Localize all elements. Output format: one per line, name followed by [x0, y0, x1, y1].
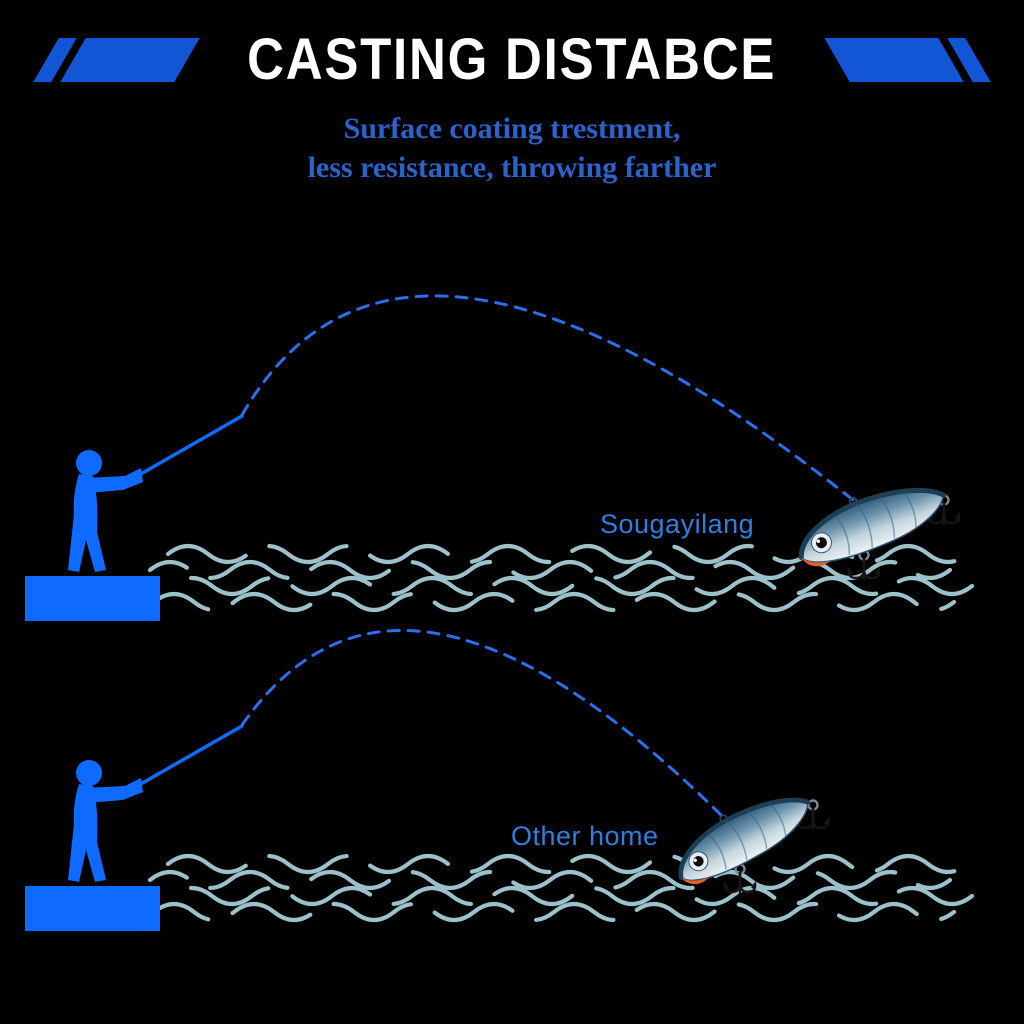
header: CASTING DISTABCE Surface coating trestme…: [0, 0, 1024, 187]
subtitle-line-1: Surface coating trestment,: [343, 112, 681, 145]
subtitle: Surface coating trestment, less resistan…: [0, 109, 1024, 187]
competitor-cast-label: Other home: [511, 821, 659, 851]
title-row: CASTING DISTABCE: [0, 26, 1024, 93]
fishing-rod-top: [137, 414, 244, 477]
water-waves-bottom: [150, 856, 972, 920]
accent-bar-icon: [60, 37, 201, 82]
lure-icon-top: [788, 468, 961, 582]
title-accent-right-icon: [823, 37, 991, 82]
brand-cast-label: Sougayilang: [600, 509, 755, 539]
fishing-rod-bottom: [137, 724, 244, 787]
accent-bar-icon: [823, 37, 964, 82]
title-accent-left-icon: [33, 37, 201, 82]
page-title: CASTING DISTABCE: [247, 27, 777, 92]
cast-arc-far: [240, 294, 855, 502]
cast-arc-short: [240, 628, 724, 818]
subtitle-line-2: less resistance, throwing farther: [307, 151, 717, 184]
